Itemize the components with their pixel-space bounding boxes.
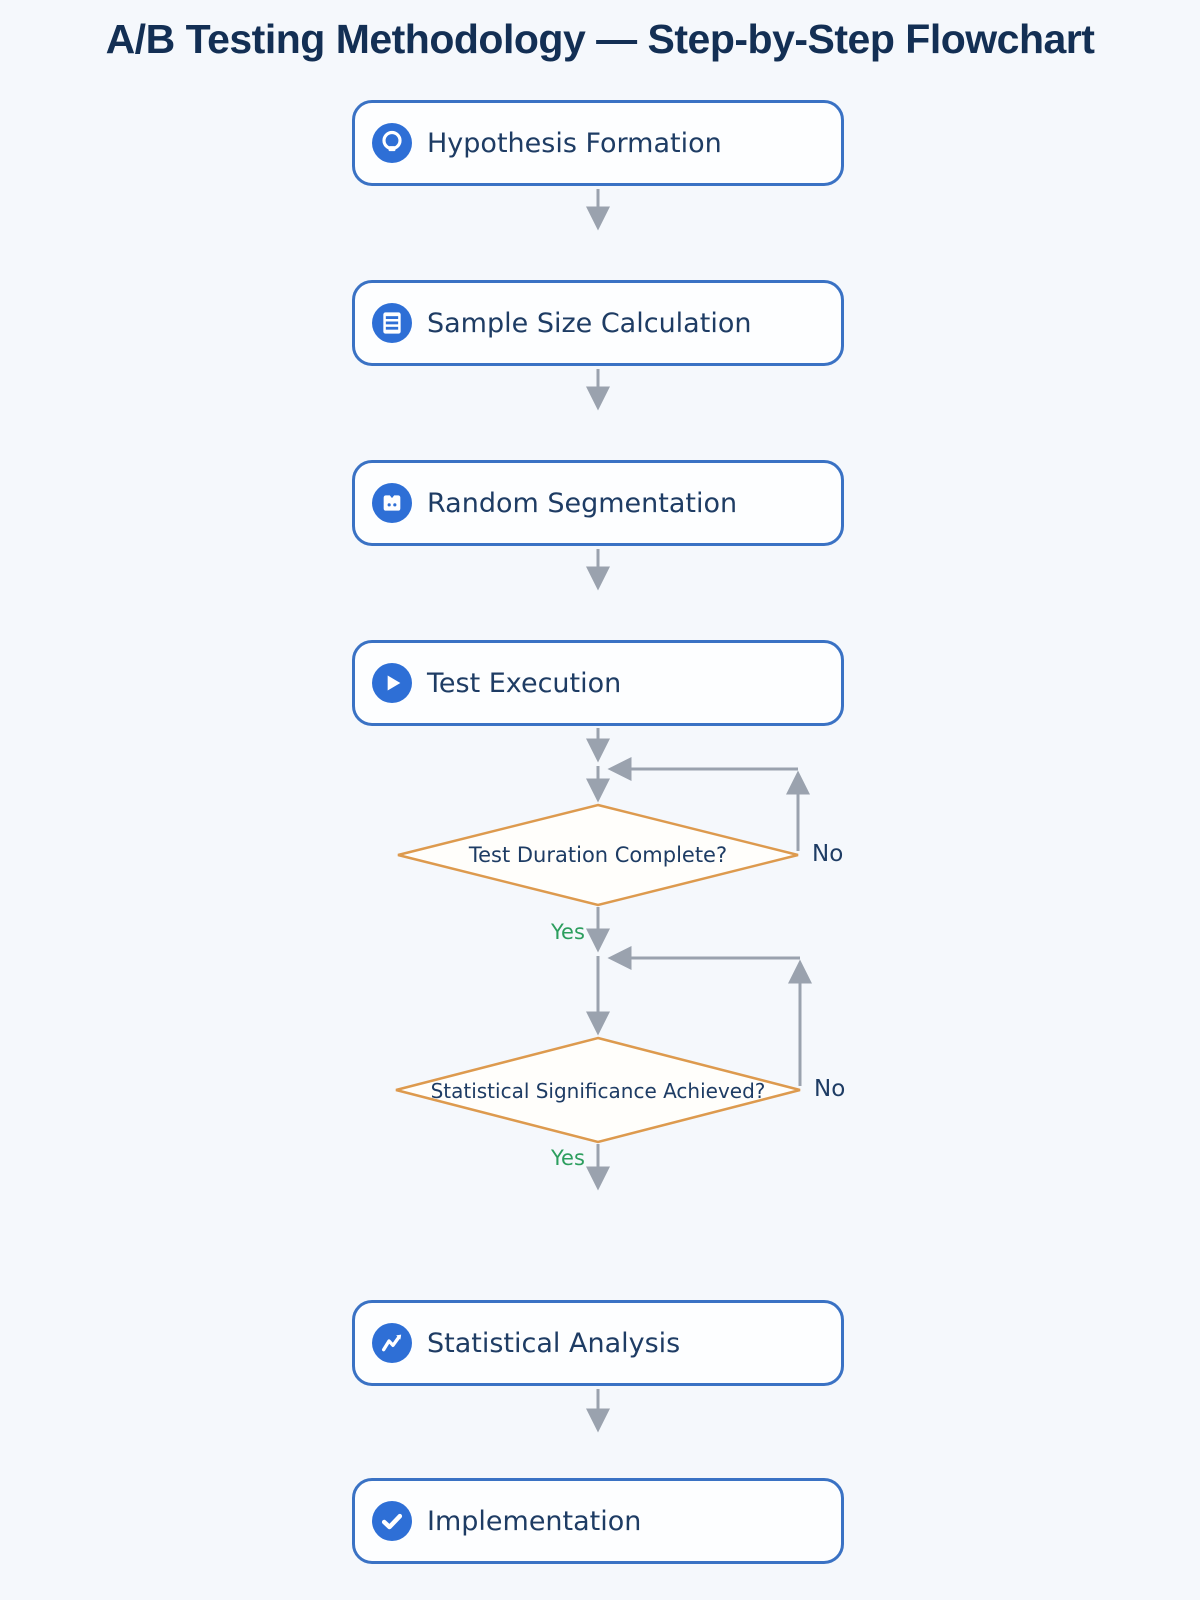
- step-label: Implementation: [427, 1505, 642, 1537]
- step-box-test-execution: Test Execution: [352, 640, 844, 726]
- chart-icon: [372, 1323, 412, 1363]
- step-label: Test Execution: [427, 667, 622, 699]
- play-icon: [372, 663, 412, 703]
- no-label: No: [814, 1076, 846, 1102]
- step-label: Hypothesis Formation: [427, 127, 722, 159]
- decision-diamond-test-duration: [397, 803, 799, 907]
- yes-label: Yes: [551, 1146, 585, 1170]
- decision-label-significance: Statistical Significance Achieved?: [430, 1079, 766, 1103]
- step-box-hypothesis-formation: Hypothesis Formation: [352, 100, 844, 186]
- step-box-sample-size-calculation: Sample Size Calculation: [352, 280, 844, 366]
- step-label: Random Segmentation: [427, 487, 738, 519]
- decision-diamond-significance: [395, 1036, 801, 1144]
- check-icon: [372, 1501, 412, 1541]
- step-box-random-segmentation: Random Segmentation: [352, 460, 844, 546]
- decision-label-test-duration: Test Duration Complete?: [468, 843, 728, 867]
- step-label: Statistical Analysis: [427, 1327, 681, 1359]
- step-box-statistical-analysis: Statistical Analysis: [352, 1300, 844, 1386]
- step-box-implementation: Implementation: [352, 1478, 844, 1564]
- dice-icon: [372, 483, 412, 523]
- flowchart-title: A/B Testing Methodology — Step-by-Step F…: [105, 16, 1095, 62]
- step-label: Sample Size Calculation: [427, 307, 752, 339]
- no-label: No: [812, 841, 844, 867]
- list-icon: [372, 303, 412, 343]
- yes-label: Yes: [551, 920, 585, 944]
- lightbulb-icon: [372, 123, 412, 163]
